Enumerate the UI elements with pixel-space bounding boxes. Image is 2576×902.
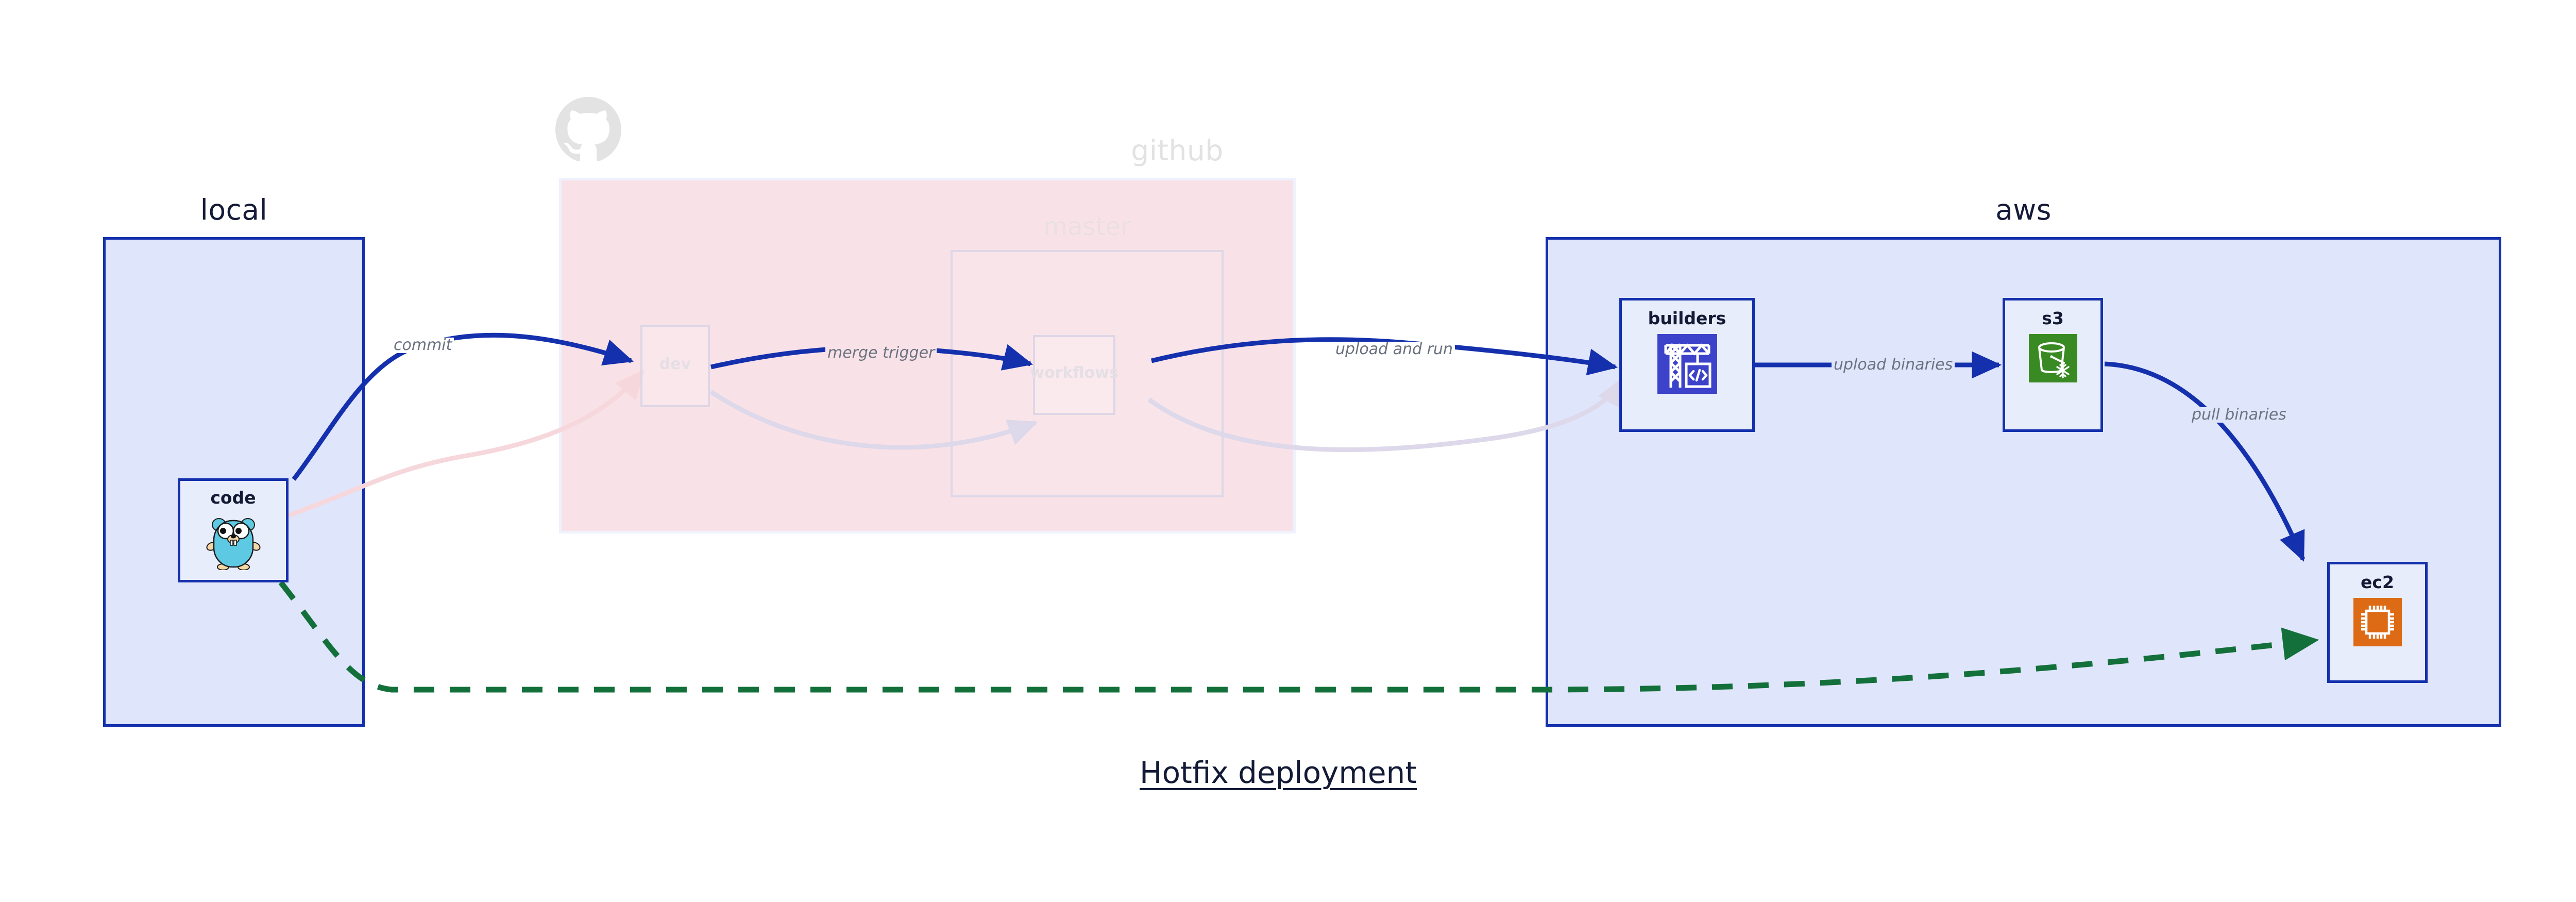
node-s3[interactable]: s3 bbox=[2003, 298, 2103, 432]
aws-ec2-icon bbox=[2353, 598, 2402, 648]
node-builders-label: builders bbox=[1648, 308, 1726, 328]
aws-s3-glacier-icon bbox=[2028, 334, 2077, 385]
node-workflows-label: workflows bbox=[1030, 364, 1118, 382]
edge-hotfix-path bbox=[278, 580, 2319, 693]
github-master-frame bbox=[951, 250, 1224, 497]
node-workflows[interactable]: workflows bbox=[1030, 335, 1118, 415]
edge-label-upload-binaries: upload binaries bbox=[1832, 357, 1955, 373]
aws-codebuild-icon bbox=[1657, 334, 1717, 396]
edge-ghost-workflows-builders bbox=[1147, 376, 1625, 453]
edge-label-commit: commit bbox=[392, 338, 454, 353]
edge-ghost-dev-workflows bbox=[709, 390, 1038, 450]
node-code[interactable]: code bbox=[178, 478, 289, 582]
node-s3-label: s3 bbox=[2042, 308, 2064, 328]
group-github-title: github bbox=[1131, 134, 1224, 167]
diagram-caption: Hotfix deployment bbox=[1140, 755, 1417, 790]
edge-pull-binaries bbox=[2104, 361, 2306, 562]
group-aws-title: aws bbox=[1995, 193, 2052, 226]
edge-label-upload-and-run: upload and run bbox=[1333, 342, 1455, 357]
edge-label-pull-binaries: pull binaries bbox=[2190, 407, 2289, 423]
node-ec2-label: ec2 bbox=[2361, 572, 2394, 592]
node-ec2[interactable]: ec2 bbox=[2327, 562, 2428, 683]
node-dev-label: dev bbox=[659, 355, 691, 373]
node-dev[interactable]: dev bbox=[640, 325, 710, 407]
node-builders[interactable]: builders bbox=[1619, 298, 1755, 432]
node-code-label: code bbox=[210, 488, 256, 508]
edge-label-merge-trigger: merge trigger bbox=[825, 345, 937, 361]
group-local-title: local bbox=[200, 193, 268, 226]
github-octocat-icon bbox=[555, 97, 621, 163]
go-gopher-icon bbox=[206, 512, 261, 572]
github-master-label: master bbox=[1043, 212, 1131, 241]
edge-ghost-code-dev bbox=[287, 369, 645, 518]
